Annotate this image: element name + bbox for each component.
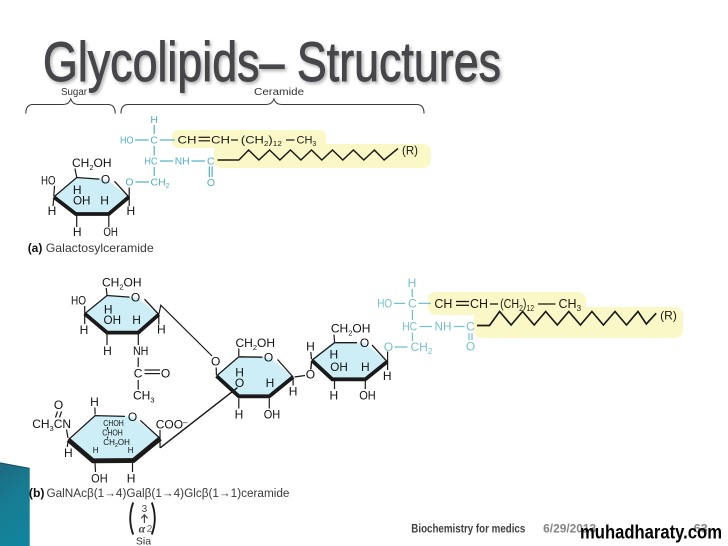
- svg-text:H: H: [361, 360, 370, 374]
- svg-text:O: O: [211, 355, 220, 369]
- svg-text:CH3: CH3: [133, 389, 155, 405]
- svg-text:(R): (R): [402, 146, 418, 158]
- svg-text:CH3: CH3: [297, 135, 317, 149]
- svg-text:O: O: [466, 340, 475, 354]
- svg-text:H: H: [329, 348, 338, 362]
- svg-text:H: H: [73, 225, 82, 239]
- svg-text:H: H: [408, 276, 417, 290]
- svg-text:C: C: [207, 156, 215, 168]
- svg-text:HC: HC: [402, 320, 417, 334]
- svg-text:H: H: [127, 472, 136, 486]
- svg-text:H: H: [235, 366, 244, 380]
- svg-text:CHOH: CHOH: [103, 419, 124, 428]
- svg-text:HO: HO: [41, 174, 56, 188]
- svg-text:C: C: [408, 297, 417, 311]
- svg-text:Sugar: Sugar: [61, 87, 88, 98]
- svg-text:CH: CH: [178, 135, 197, 147]
- svg-text:(a) Galactosylceramide: (a) Galactosylceramide: [28, 241, 154, 255]
- svg-text:C: C: [134, 367, 143, 381]
- svg-text:O: O: [207, 177, 215, 189]
- svg-text:O: O: [235, 376, 244, 390]
- svg-text:H: H: [150, 114, 158, 126]
- svg-text:O: O: [125, 177, 133, 189]
- svg-text:OH: OH: [104, 313, 122, 327]
- svg-text:(b)GalNAcβ(1→4)Galβ(1→4)Glcβ(1: (b)GalNAcβ(1→4)Galβ(1→4)Glcβ(1→1)ceramid…: [29, 486, 290, 500]
- svg-text:H: H: [306, 340, 315, 354]
- svg-text:O: O: [264, 351, 273, 365]
- svg-text:H: H: [93, 446, 99, 455]
- svg-text:CH3CN: CH3CN: [32, 417, 71, 433]
- svg-text:H: H: [132, 313, 141, 327]
- svg-text:NH: NH: [133, 344, 149, 358]
- svg-text:H: H: [64, 446, 73, 460]
- svg-text:CH: CH: [434, 297, 452, 311]
- svg-text:CH3: CH3: [559, 297, 582, 313]
- svg-text:(R): (R): [660, 309, 677, 323]
- svg-text:CH: CH: [211, 135, 230, 147]
- svg-text:H: H: [90, 395, 99, 409]
- svg-text:HO: HO: [120, 135, 134, 147]
- svg-text:H: H: [289, 385, 298, 399]
- svg-text:H: H: [266, 376, 275, 390]
- svg-text:α: α: [139, 522, 146, 536]
- svg-text:CH2OH: CH2OH: [236, 336, 276, 352]
- svg-text:OH: OH: [73, 194, 91, 208]
- svg-text:OH: OH: [330, 360, 348, 374]
- svg-text:CH2OH: CH2OH: [102, 276, 142, 292]
- svg-text:OH: OH: [359, 389, 376, 403]
- svg-text:O: O: [131, 291, 140, 305]
- svg-text:COO–: COO–: [156, 418, 188, 432]
- svg-text:HC: HC: [145, 156, 158, 168]
- svg-text:H: H: [329, 389, 338, 403]
- svg-text:C: C: [150, 135, 158, 147]
- svg-text:HO: HO: [71, 293, 86, 307]
- svg-text:H: H: [80, 323, 89, 337]
- svg-text:H: H: [128, 446, 134, 455]
- svg-text:CH2: CH2: [151, 177, 170, 191]
- svg-text:H: H: [383, 369, 392, 383]
- svg-text:H: H: [48, 204, 57, 218]
- svg-text:O: O: [54, 398, 63, 412]
- svg-text:H: H: [104, 302, 113, 316]
- svg-text:NH: NH: [175, 156, 190, 168]
- svg-text:3: 3: [142, 504, 148, 515]
- svg-text:(CH2)12: (CH2)12: [500, 297, 534, 313]
- svg-text:NH: NH: [435, 320, 452, 334]
- svg-text:63: 63: [694, 524, 708, 536]
- svg-text:O: O: [101, 173, 110, 187]
- svg-text:H: H: [103, 344, 112, 358]
- svg-text:Biochemistry for medics: Biochemistry for medics: [411, 524, 525, 536]
- svg-text:O: O: [360, 336, 369, 350]
- svg-text:CHOH: CHOH: [102, 429, 123, 438]
- svg-text:H: H: [73, 183, 82, 197]
- svg-text:H: H: [126, 204, 135, 218]
- svg-text:Glycolipids– Structures: Glycolipids– Structures: [43, 30, 501, 93]
- svg-text:Sia: Sia: [136, 536, 151, 546]
- svg-text:O: O: [161, 367, 170, 381]
- svg-text:OH: OH: [91, 472, 108, 486]
- svg-text:CH2OH: CH2OH: [331, 321, 371, 337]
- svg-text:CH: CH: [470, 297, 488, 311]
- svg-text:O: O: [128, 410, 137, 424]
- svg-text:CH2OH: CH2OH: [103, 438, 130, 449]
- svg-text:6/29/2013: 6/29/2013: [543, 524, 596, 536]
- svg-text:OH: OH: [103, 225, 118, 239]
- svg-text:C: C: [466, 320, 475, 334]
- svg-text:CH2: CH2: [411, 340, 433, 356]
- svg-text:H: H: [100, 194, 109, 208]
- svg-text:O: O: [306, 368, 315, 382]
- svg-text:muhadharaty.com: muhadharaty.com: [580, 523, 722, 544]
- svg-text:2: 2: [147, 524, 153, 535]
- svg-text:H: H: [235, 408, 244, 422]
- svg-text:OH: OH: [264, 408, 281, 422]
- svg-text:(CH2)12: (CH2)12: [241, 135, 282, 149]
- svg-text:CH2OH: CH2OH: [72, 156, 112, 172]
- svg-text:HO: HO: [377, 297, 392, 311]
- svg-text:Ceramide: Ceramide: [254, 87, 304, 98]
- svg-text:O: O: [384, 340, 393, 354]
- svg-text:H: H: [157, 323, 166, 337]
